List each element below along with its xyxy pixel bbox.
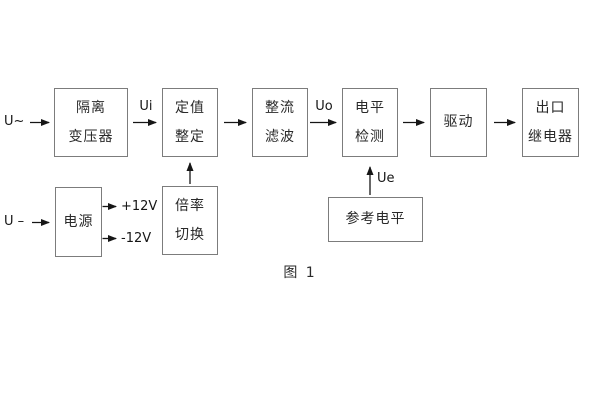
block-isolation-transformer: 隔离 变压器 bbox=[54, 88, 128, 157]
block-power-supply: 电源 bbox=[55, 187, 102, 257]
block-label: 隔离 bbox=[76, 99, 106, 116]
block-label: 倍率 bbox=[175, 197, 205, 214]
label-ue: Ue bbox=[377, 171, 395, 186]
label-minus12v: -12V bbox=[121, 231, 152, 246]
block-label: 检测 bbox=[355, 128, 385, 145]
block-label: 整定 bbox=[175, 128, 205, 145]
block-rectifier-filter: 整流 滤波 bbox=[252, 88, 308, 157]
block-ratio-switch: 倍率 切换 bbox=[162, 186, 218, 255]
block-level-detect: 电平 检测 bbox=[342, 88, 398, 157]
block-label: 变压器 bbox=[68, 128, 114, 145]
block-label: 继电器 bbox=[528, 128, 573, 145]
label-ui: Ui bbox=[139, 99, 153, 114]
block-reference-level: 参考电平 bbox=[328, 197, 423, 242]
label-dc-input: U – bbox=[4, 214, 25, 229]
block-label: 滤波 bbox=[265, 128, 295, 145]
block-label: 电源 bbox=[63, 213, 94, 230]
block-label: 切换 bbox=[175, 226, 205, 243]
block-label: 参考电平 bbox=[345, 211, 406, 227]
block-driver: 驱动 bbox=[430, 88, 487, 157]
label-uo: Uo bbox=[315, 99, 333, 114]
label-ac-input: U~ bbox=[4, 114, 25, 129]
block-label: 定值 bbox=[175, 99, 205, 116]
block-setting-adjust: 定值 整定 bbox=[162, 88, 218, 157]
figure-caption: 图 1 bbox=[283, 265, 317, 281]
block-output-relay: 出口 继电器 bbox=[522, 88, 579, 157]
block-label: 出口 bbox=[535, 99, 566, 116]
label-plus12v: +12V bbox=[121, 199, 158, 214]
block-label: 驱动 bbox=[443, 114, 474, 130]
block-label: 整流 bbox=[265, 99, 295, 116]
block-label: 电平 bbox=[355, 99, 385, 116]
